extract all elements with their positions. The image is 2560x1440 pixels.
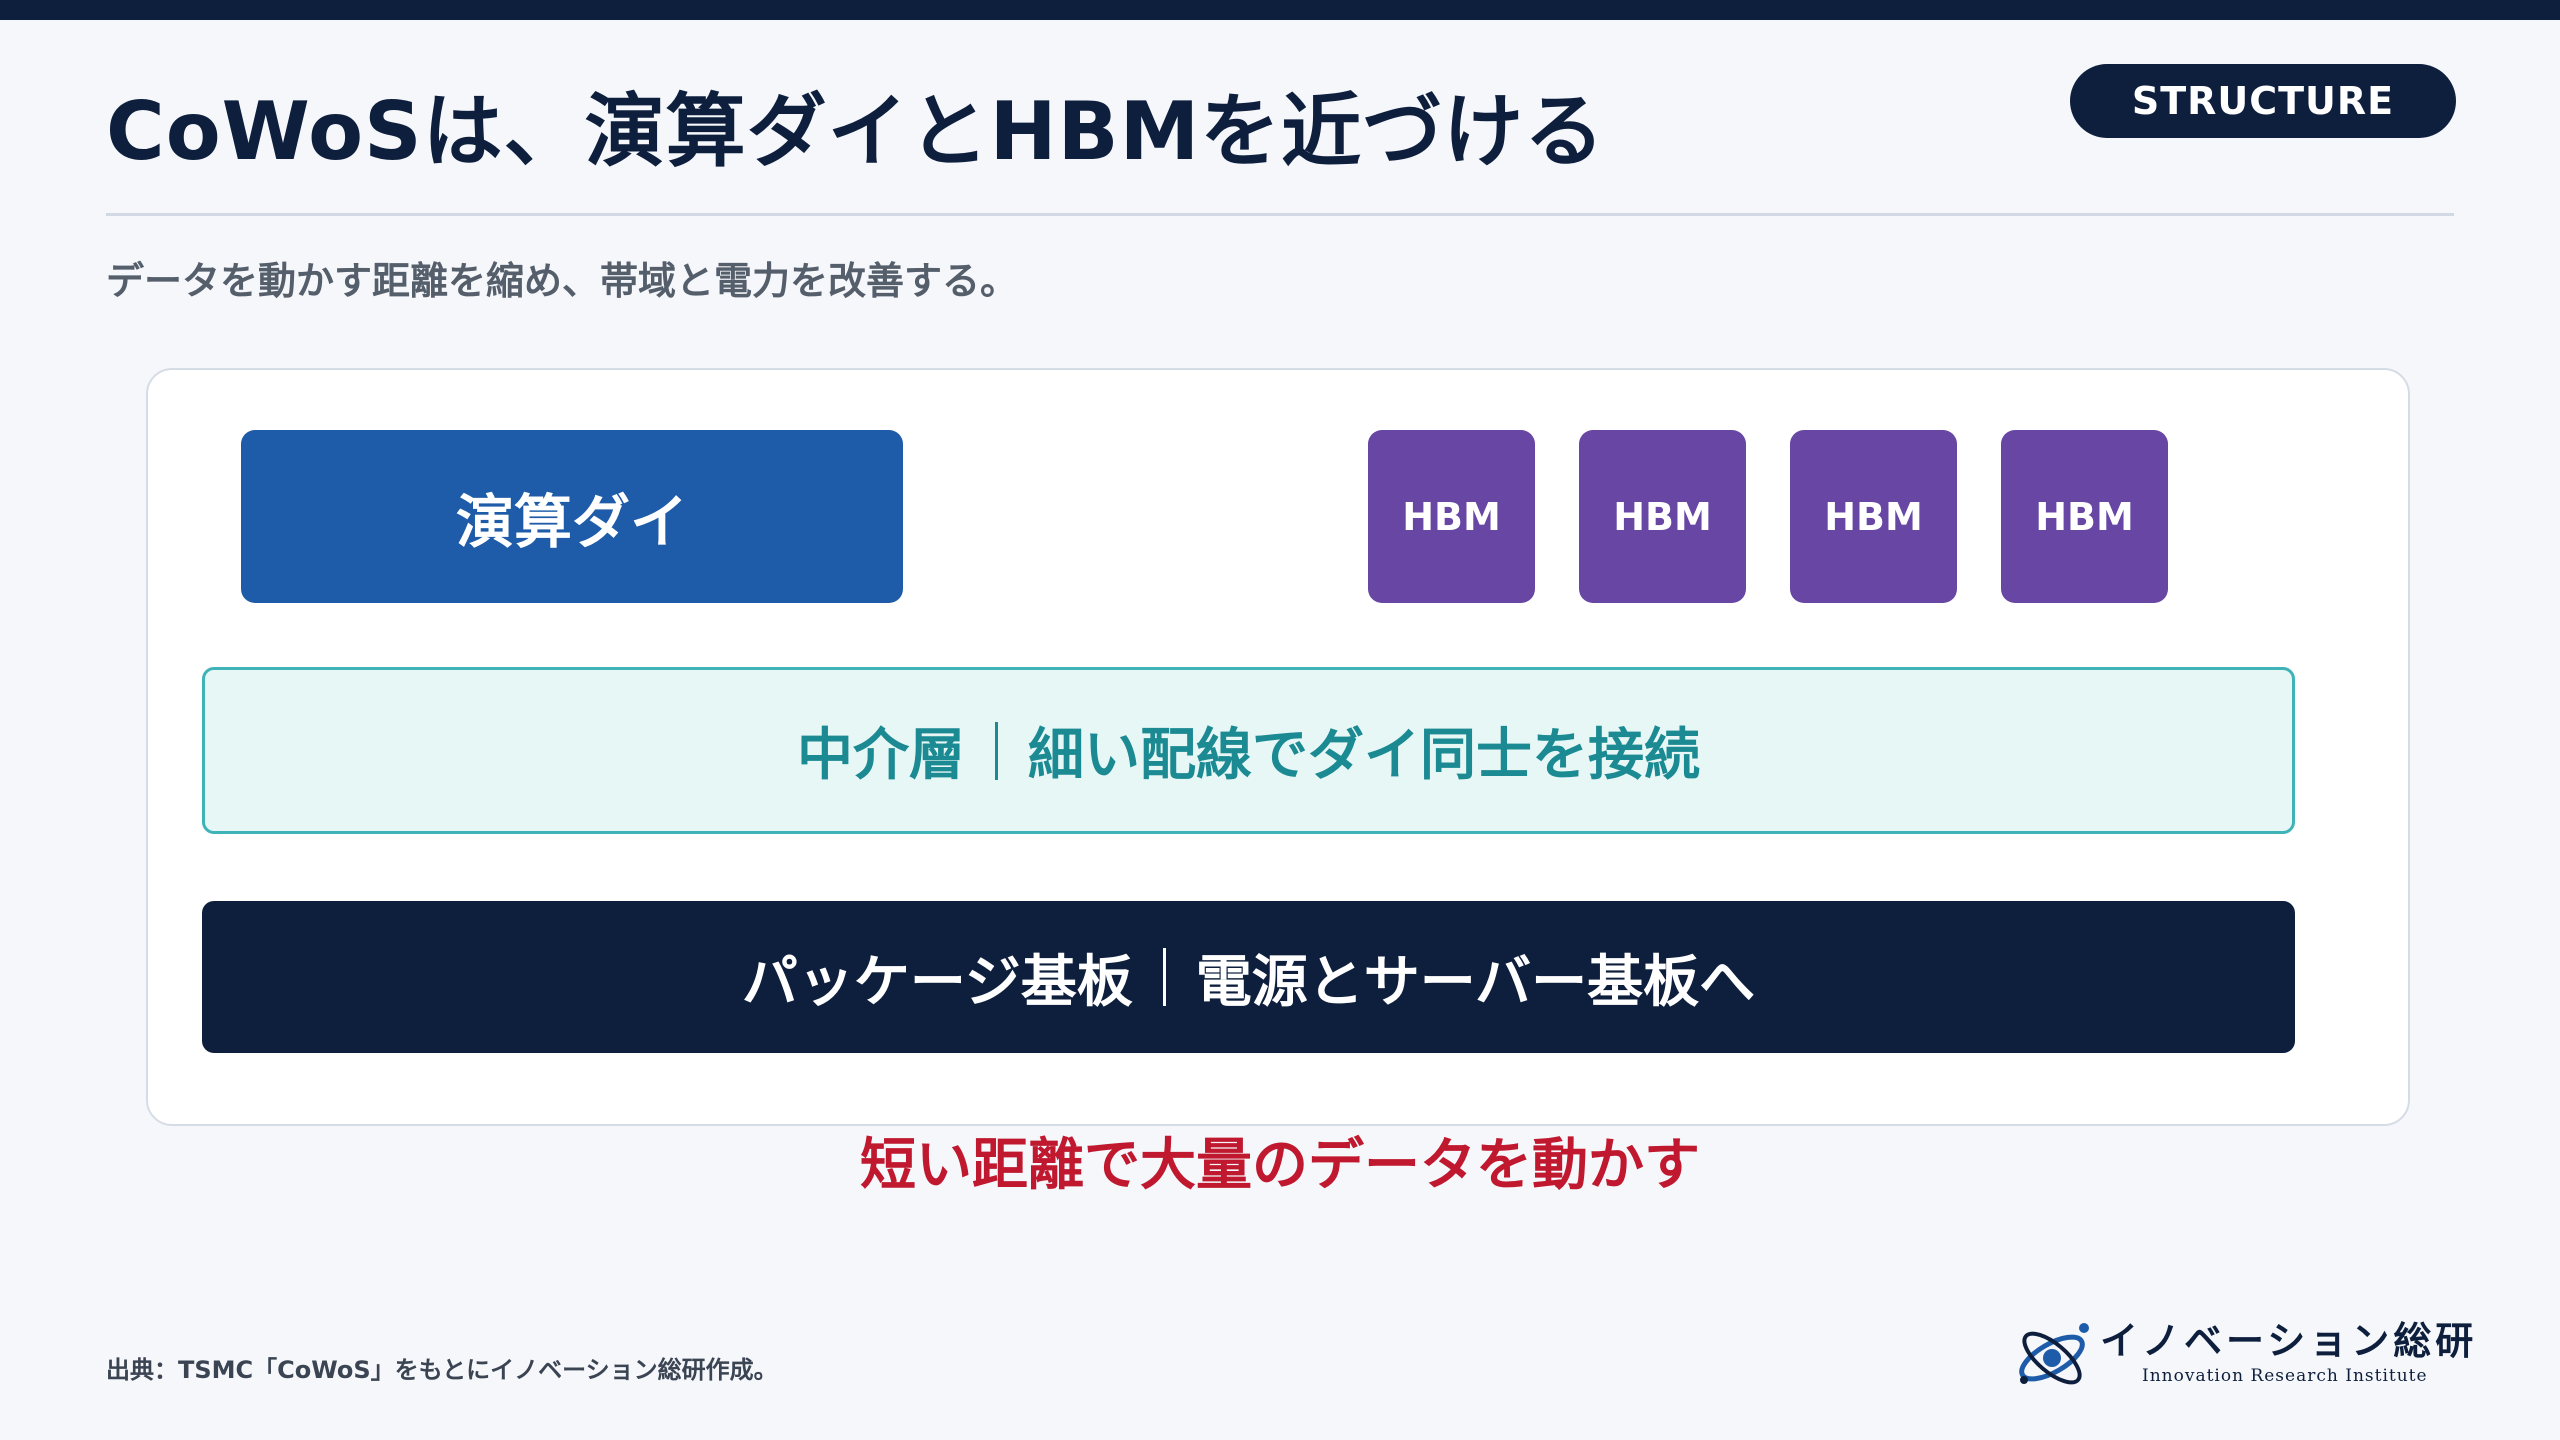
logo-subtitle: Innovation Research Institute xyxy=(2142,1366,2428,1386)
page-subtitle: データを動かす距離を縮め、帯域と電力を改善する。 xyxy=(106,259,1019,303)
source-note: 出典：TSMC「CoWoS」をもとにイノベーション総研作成。 xyxy=(106,1356,778,1384)
top-accent-bar xyxy=(0,0,2560,20)
hbm-block-1: HBM xyxy=(1368,430,1535,603)
substrate-name: パッケージ基板 xyxy=(741,949,1133,1015)
interposer-separator xyxy=(995,721,998,780)
highlight-message: 短い距離で大量のデータを動かす xyxy=(860,1133,1700,1198)
section-badge: STRUCTURE xyxy=(2070,64,2456,138)
hbm-block-3: HBM xyxy=(1790,430,1957,603)
substrate-separator xyxy=(1162,948,1166,1006)
company-logo: イノベーション総研 Innovation Research Institute xyxy=(2010,1302,2473,1398)
compute-die-block: 演算ダイ xyxy=(241,430,903,603)
logo-name: イノベーション総研 xyxy=(2100,1318,2478,1363)
atom-logo-icon xyxy=(2019,1323,2089,1385)
interposer-description: 細い配線でダイ同士を接続 xyxy=(1028,723,1700,788)
title-divider xyxy=(106,213,2454,216)
hbm-block-2: HBM xyxy=(1579,430,1746,603)
substrate-description: 電源とサーバー基板へ xyxy=(1195,949,1756,1015)
package-substrate-layer: パッケージ基板 電源とサーバー基板へ xyxy=(202,901,2295,1053)
hbm-block-4: HBM xyxy=(2001,430,2168,603)
interposer-layer: 中介層 細い配線でダイ同士を接続 xyxy=(202,667,2295,834)
page-title: CoWoSは、演算ダイとHBMを近づける xyxy=(106,85,1606,178)
interposer-name: 中介層 xyxy=(797,723,965,788)
